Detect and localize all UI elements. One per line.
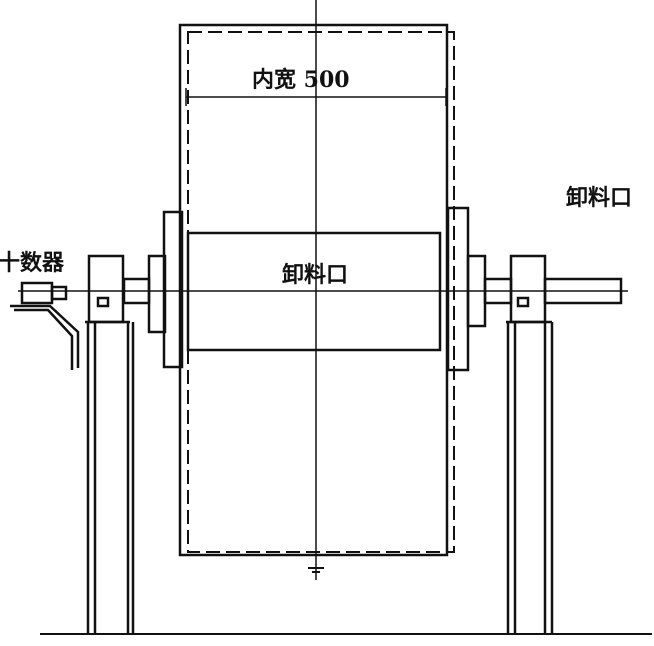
inner-width-label: 内宽 500 — [252, 67, 350, 93]
counter-bracket — [10, 304, 80, 370]
drum-outline — [178, 23, 449, 557]
outlet-right-label: 卸料口 — [566, 185, 633, 211]
counter-coupling — [50, 285, 68, 301]
right-bearing — [509, 254, 547, 324]
bottom-arrow-mark — [308, 567, 324, 573]
drum-inner-dashed — [187, 31, 455, 553]
right-bearing-detail — [516, 296, 530, 308]
outlet-center-label: 卸料口 — [282, 262, 349, 288]
left-bearing-detail — [96, 296, 110, 308]
counter-label: 十数器 — [0, 250, 65, 276]
left-stand — [85, 320, 135, 635]
counter-box — [20, 281, 54, 305]
right-stand — [506, 320, 554, 635]
left-bearing — [87, 254, 125, 324]
left-hub — [147, 254, 167, 334]
right-flange — [446, 206, 470, 372]
